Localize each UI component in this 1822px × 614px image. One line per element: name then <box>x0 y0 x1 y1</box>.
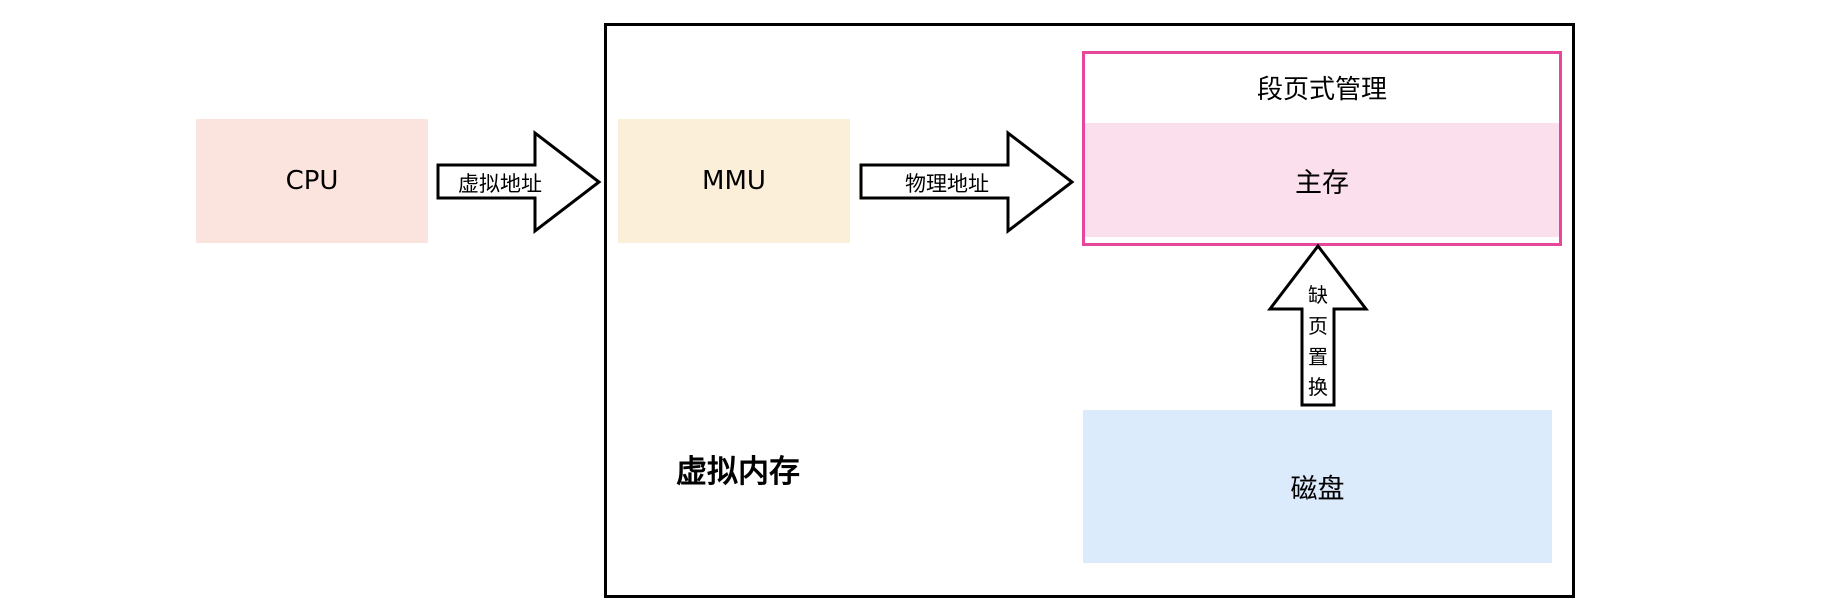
page-replacement-char-3: 置 <box>1308 345 1328 369</box>
physical-address-label: 物理地址 <box>905 172 989 196</box>
cpu-box: CPU <box>196 119 428 243</box>
main-memory-box: 主存 <box>1085 123 1559 237</box>
virtual-memory-label: 虚拟内存 <box>676 453 800 490</box>
page-replacement-char-2: 页 <box>1308 314 1328 338</box>
page-replacement-char-1: 缺 <box>1308 283 1328 307</box>
page-replacement-arrow: 缺 页 置 换 <box>1266 243 1370 407</box>
segment-page-management-box: 段页式管理 主存 <box>1082 51 1562 246</box>
page-replacement-char-4: 换 <box>1308 375 1328 399</box>
physical-address-arrow: 物理地址 <box>859 129 1075 235</box>
virtual-memory-container <box>604 23 1575 598</box>
mmu-box: MMU <box>618 119 850 243</box>
virtual-address-arrow: 虚拟地址 <box>436 129 602 235</box>
segment-page-management-title: 段页式管理 <box>1256 75 1387 105</box>
virtual-address-label: 虚拟地址 <box>458 172 542 196</box>
disk-box: 磁盘 <box>1083 410 1552 563</box>
